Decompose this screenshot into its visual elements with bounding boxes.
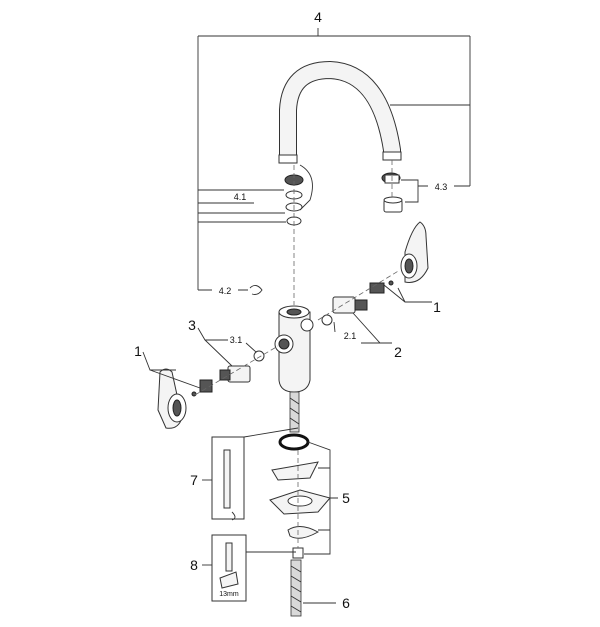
callout-6-group: 6 — [303, 595, 350, 611]
callout-4-1-group: 4.1 — [198, 189, 286, 223]
callout-7-group: 7 — [190, 472, 212, 488]
callout-4-2-group: 4.2 — [198, 285, 263, 296]
left-screw — [199, 379, 213, 393]
callout-2-label: 2 — [394, 344, 402, 360]
callout-4-label: 4 — [314, 9, 322, 25]
left-handle-assembly — [157, 345, 279, 429]
callout-4-group: 4 — [197, 9, 471, 290]
callout-1-right-label: 1 — [433, 299, 441, 315]
tool-7-rod — [223, 449, 231, 509]
callout-1-left-group: 1 — [134, 343, 201, 389]
callout-3-leaders — [197, 327, 257, 367]
callout-5-label: 5 — [342, 490, 350, 506]
callout-4-1-label: 4.1 — [234, 192, 247, 202]
callout-8-label: 8 — [190, 557, 198, 573]
callout-4-bracket — [197, 28, 471, 290]
faucet-body — [274, 305, 314, 393]
tool-8-wrench — [225, 542, 233, 572]
callout-6-label: 6 — [342, 595, 350, 611]
mounting-nut — [292, 547, 304, 559]
callout-5-bracket — [304, 441, 338, 555]
clip-4-2 — [249, 285, 263, 295]
callout-4-3-label: 4.3 — [435, 182, 448, 192]
callout-1-right-group: 1 — [383, 284, 441, 315]
callout-8-group: 8 — [190, 557, 212, 573]
callout-2-1-label: 2.1 — [344, 331, 357, 341]
mounting-o-ring — [278, 433, 310, 451]
right-o-ring — [321, 314, 333, 326]
callout-3-group: 3 3.1 — [188, 317, 257, 367]
callout-3-1-label: 3.1 — [230, 335, 243, 345]
callout-1-left-leader — [142, 351, 201, 389]
tool-8-size-label: 13mm — [219, 591, 239, 598]
hose-lower — [290, 559, 302, 617]
right-cartridge — [332, 296, 356, 314]
spout-aerator-parts — [381, 160, 403, 213]
tool-box-7 — [211, 427, 299, 521]
callout-2-group: 2.1 2 — [333, 312, 402, 360]
callout-4-3-leaders — [401, 179, 470, 203]
callout-1-left-label: 1 — [134, 343, 142, 359]
callout-5-group: 5 — [304, 441, 350, 555]
supply-hose — [290, 559, 302, 617]
callout-4-1-leaders — [198, 189, 286, 223]
callout-2-leaders — [333, 312, 392, 344]
spray-head-parts — [284, 164, 313, 305]
callout-3-label: 3 — [188, 317, 196, 333]
mounting-kit — [269, 433, 331, 559]
callout-4-3-group: 4.3 — [401, 179, 470, 203]
spout — [278, 60, 402, 164]
right-handle-assembly — [317, 221, 429, 326]
callout-7-label: 7 — [190, 472, 198, 488]
mounting-washer — [287, 526, 320, 539]
left-o-ring — [253, 350, 265, 362]
mounting-gasket-upper — [271, 461, 319, 481]
tool-box-8: 13mm — [211, 534, 296, 602]
right-screw — [369, 282, 385, 294]
hose-upper — [289, 391, 300, 433]
callout-1-right-leader — [383, 284, 432, 303]
callout-4-2-label: 4.2 — [219, 286, 232, 296]
